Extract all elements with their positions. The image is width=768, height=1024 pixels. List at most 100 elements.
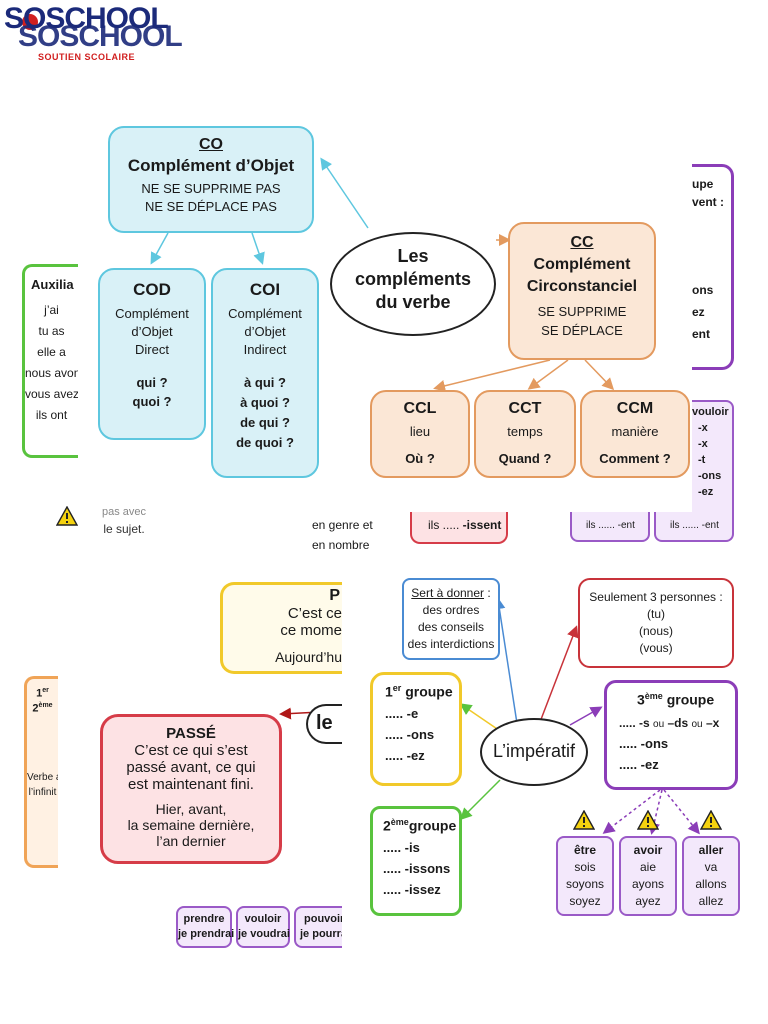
coi-box: COI Complément d’Objet Indirect à qui ? … [211,268,319,478]
groupe3-ending: ..... -s [619,715,654,730]
cc-line3: SE SUPPRIME [537,304,627,319]
cct-box: CCT temps Quand ? [474,390,576,478]
cod-abbr: COD [133,280,171,299]
logo-brand-a: SOSCHOOL [4,2,169,35]
groupe3-ou: ou [653,718,665,730]
genre-line2: en nombre [312,538,370,552]
sert-colon: : [484,586,491,600]
groupe-partial-line5: ent [692,327,710,341]
cc-line2: Circonstanciel [526,278,638,295]
ccl-abbr: CCL [403,400,437,417]
auxiliaire-row: vous avez [25,387,78,401]
groupe-partial-line3: ons [692,283,714,297]
logo-brand-b: SOSCHOOL [18,20,183,53]
warning-icon [56,506,78,526]
groupe2-box: 2èmegroupe ..... -is ..... -issons .....… [370,806,462,916]
aller-box: aller va allons allez [682,836,740,916]
avoir-title: avoir [633,843,663,857]
cct-abbr: CCT [508,400,542,417]
sert-title: Sert à donner [411,586,485,600]
cod-q1: qui ? [136,375,168,390]
cod-line1: Complément [115,306,189,321]
groupe2-ending: ..... -issons [383,860,451,876]
passe-box: PASSÉ C’est ce qui s’est passé avant, ce… [100,714,282,864]
auxiliaire-row: nous avon [25,366,78,380]
etre-form: soyons [565,877,605,891]
futur-form: je prendrai [178,928,235,940]
groupe2-ending: ..... -is [383,839,420,855]
groupe3-ending: ..... -ez [619,756,659,772]
passe-line1: C’est ce qui s’est [134,742,248,759]
aller-form: allons [695,877,727,891]
etre-form: sois [574,860,596,874]
cc-line4: SE DÉPLACE [541,323,623,338]
etre-box: être sois soyons soyez [556,836,614,916]
futur-verb-box-partial: pouvoir je pourrai [294,906,342,948]
cc-box: CC Complément Circonstanciel SE SUPPRIME… [508,222,656,360]
seulement-line1: Seulement 3 personnes : [589,590,723,604]
sujet-note: pas avec le sujet. [96,506,152,536]
etre-title: être [573,843,596,857]
groupe-partial-line1: upe [692,177,714,191]
cc-abbr: CC [570,234,594,251]
coi-line2: d’Objet [244,324,286,339]
logo-tagline: SOUTIEN SCOLAIRE [38,52,136,62]
center-line3: du verbe [375,292,451,312]
groupe1-ending: ..... -ons [385,726,435,742]
present-line1: C’est ce [287,605,342,622]
auxiliaire-row: tu as [38,324,65,338]
coi-q4: de quoi ? [236,435,294,450]
center-line2: compléments [354,269,472,289]
sujet-line1: pas avec [101,506,147,518]
seulement-line3: (nous) [638,624,673,638]
groupe3-box: 3ème groupe ..... -s ou –ds ou –x ..... … [604,680,738,790]
groupe3-ou: ou [691,718,703,730]
groupe-partial-box: upe vent : ons ez ent [692,164,734,370]
present-partial-box: P C’est ce ce mome Aujourd’hu [220,582,342,674]
cod-q2: quoi ? [132,394,172,409]
passe-line3: est maintenant fini. [128,776,254,793]
passe-line5: la semaine dernière, [127,817,255,833]
passe-line4: Hier, avant, [155,801,227,817]
auxiliaire-rows: j’ai tu as elle a nous avon vous avez il… [25,300,78,426]
futur-form: je voudrai [238,928,290,940]
vouloir-row: -t [698,454,706,466]
vouloir-row: -ons [698,470,722,482]
co-abbr: CO [199,136,223,153]
auxiliaire-row: elle a [37,345,66,359]
ccm-box: CCM manière Comment ? [580,390,690,478]
warning-icon [573,810,595,830]
ccl-question: Où ? [405,451,435,466]
genre-line1: en genre et [312,518,373,532]
avoir-form: aie [639,860,656,874]
co-box: CO Complément d’Objet NE SE SUPPRIME PAS… [108,126,314,233]
coi-q3: de qui ? [240,415,290,430]
groupe3-ending: –x [702,715,720,730]
groupe2-sup: ème [390,817,409,827]
center-oval: Les compléments du verbe [330,232,496,336]
seulement-box: Seulement 3 personnes : (tu) (nous) (vou… [578,578,734,668]
imperatif-title: L’impératif [492,741,576,761]
ccl-word: lieu [409,424,431,439]
warning-icon [700,810,722,830]
center-line1: Les [397,246,429,266]
issent-partial-box: ils ..... -issent [410,512,508,544]
seulement-line2: (tu) [647,607,665,621]
present-title: P [329,587,340,604]
ccl-box: CCL lieu Où ? [370,390,470,478]
groupe1-sup: er [392,683,402,693]
genre-note: en genre et en nombre [312,518,373,552]
groupe-partial-line2: vent : [692,195,725,209]
sert-line1: des ordres [422,603,480,617]
issent-ils: ils ..... [428,518,463,532]
group2-num: 2 [32,702,39,715]
ccm-word: manière [611,424,659,439]
coi-q2: à quoi ? [240,395,290,410]
passe-line6: l’an dernier [156,833,226,849]
present-line2: ce mome [280,622,342,639]
futur-verb-box: vouloir je voudrai [236,906,290,948]
center-partial-oval: le [306,704,342,744]
coi-q1: à qui ? [244,375,286,390]
group1-sup: er [42,687,49,694]
